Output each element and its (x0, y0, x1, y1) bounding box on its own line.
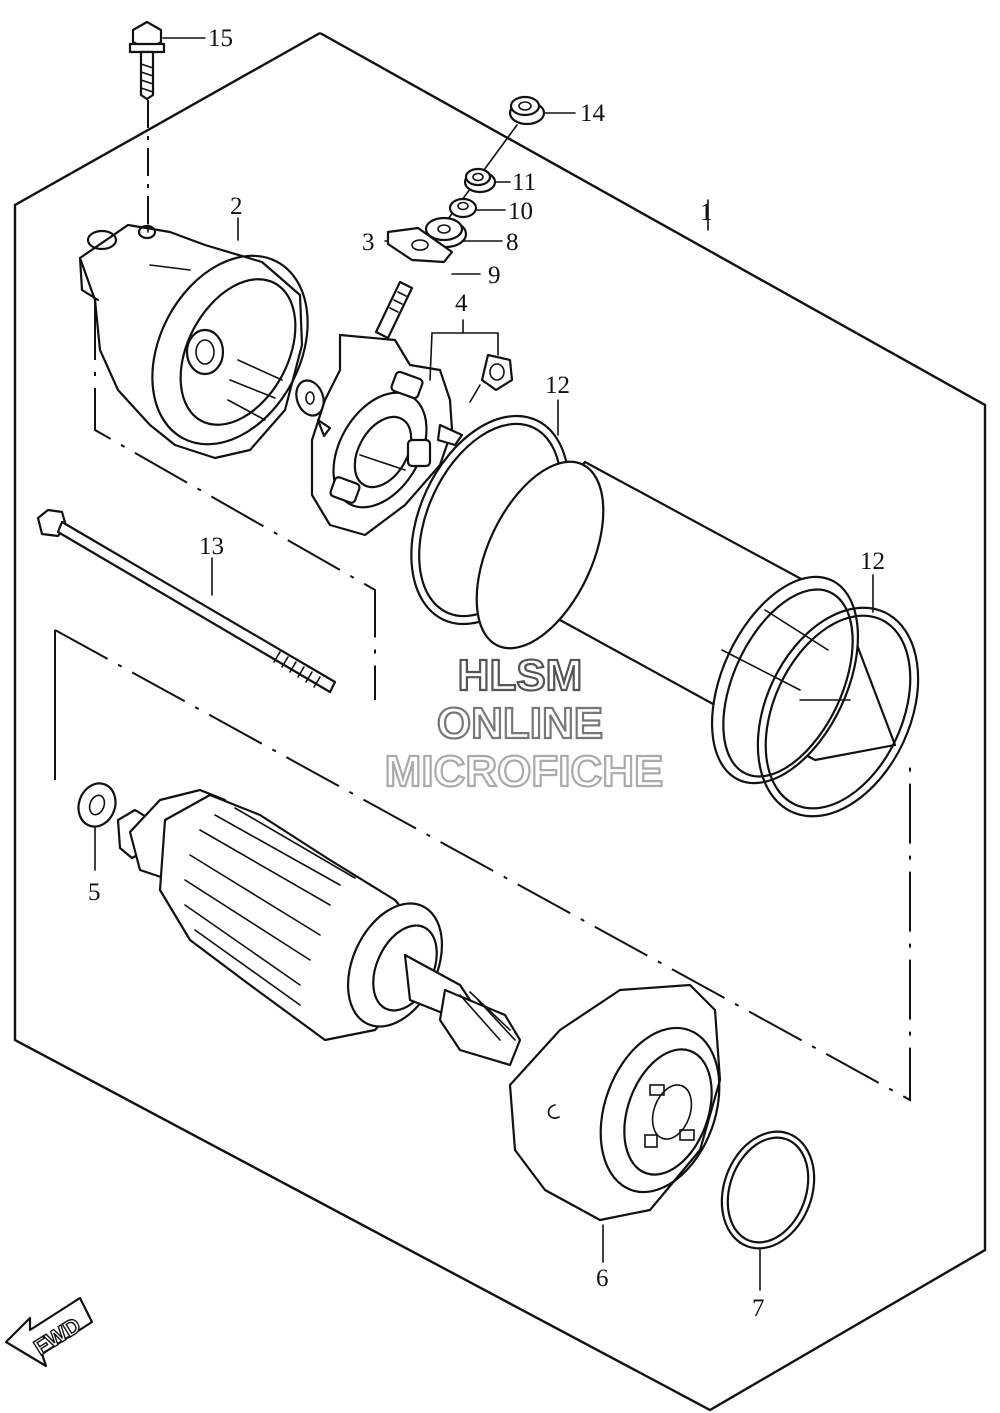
part-4-brush-holder (310, 280, 514, 537)
fwd-arrow-icon: FWD (4, 1296, 94, 1368)
callout-labels: 15 14 11 10 8 9 3 2 1 4 12 12 13 5 6 7 (88, 25, 885, 1322)
callout-3: 3 (362, 229, 375, 256)
callout-15: 15 (208, 25, 233, 52)
callout-4: 4 (455, 290, 468, 317)
callout-8: 8 (506, 229, 519, 256)
watermark-line-2: ONLINE (437, 699, 603, 748)
callout-11: 11 (512, 169, 536, 196)
callout-1: 1 (700, 199, 713, 226)
callout-12-lower: 12 (860, 548, 885, 575)
part-12-o-ring-lower (756, 574, 920, 818)
callout-7: 7 (752, 1295, 765, 1322)
callout-14: 14 (580, 100, 606, 127)
part-15-bolt (128, 20, 206, 101)
callout-6: 6 (596, 1265, 609, 1292)
callout-12-upper: 12 (545, 372, 570, 399)
part-11-nut (463, 167, 511, 194)
callout-10: 10 (508, 198, 533, 225)
part-6-front-housing (508, 983, 722, 1263)
part-7-o-ring (720, 1130, 816, 1291)
callout-5: 5 (88, 879, 101, 906)
part-9-terminal-plate (386, 226, 481, 275)
callout-13: 13 (199, 533, 224, 560)
callout-9: 9 (488, 262, 501, 289)
part-1-yoke (475, 199, 897, 785)
fwd-label: FWD (29, 1312, 85, 1360)
armature (116, 788, 522, 1067)
assembly-frame (13, 31, 987, 1412)
housing-washer (295, 379, 325, 417)
part-10-washer (448, 197, 506, 219)
watermark-line-1: HLSM (458, 651, 583, 700)
part-2-rear-housing (78, 217, 309, 460)
callout-2: 2 (230, 193, 243, 220)
part-5-washer (77, 782, 117, 871)
part-13-through-bolt (36, 508, 337, 694)
subgroup-outlines (54, 100, 911, 1102)
watermark: HLSM ONLINE MICROFICHE (384, 650, 665, 797)
watermark-line-3: MICROFICHE (385, 747, 664, 796)
